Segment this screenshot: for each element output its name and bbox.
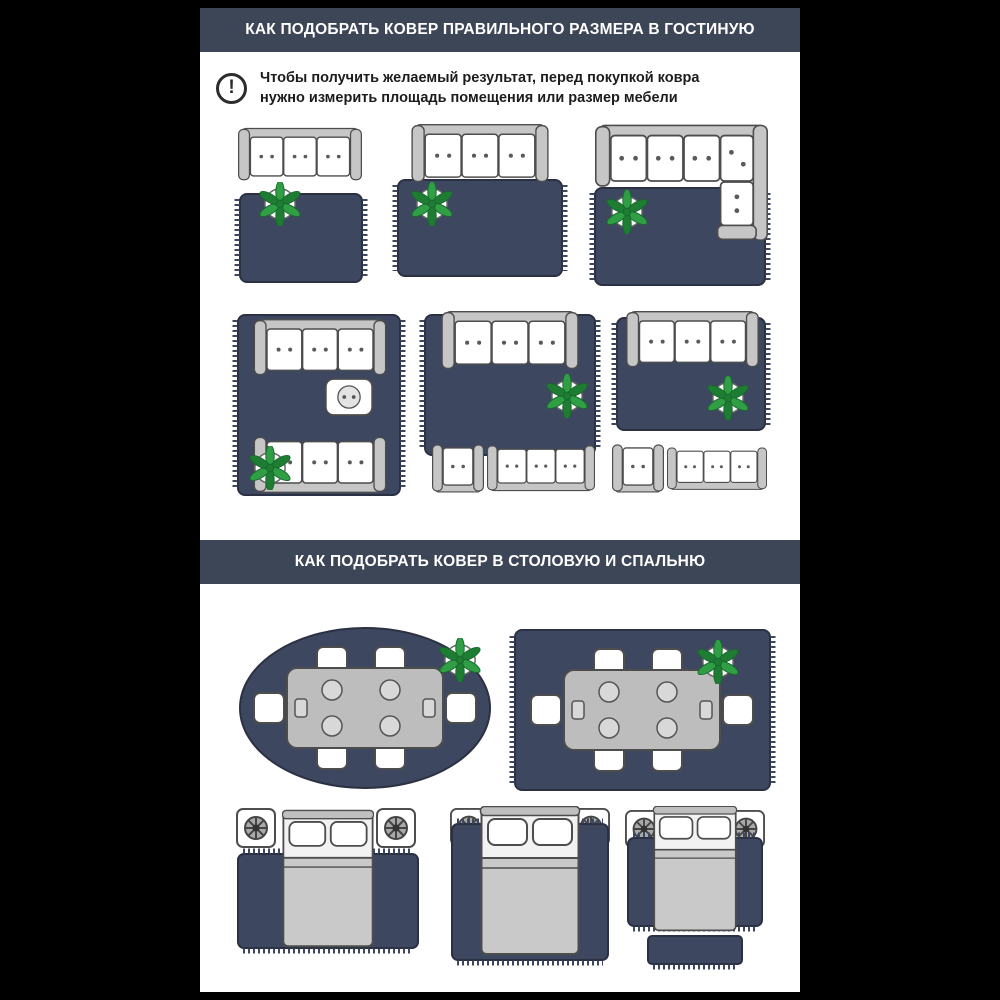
bedroom-option-3	[625, 806, 765, 970]
nightstand-lamp-icon	[376, 808, 416, 848]
sofa-top-view	[411, 124, 549, 183]
rug	[239, 193, 363, 283]
living-option-2	[392, 124, 568, 277]
foot-rug	[647, 935, 743, 965]
armchair-top-view	[432, 444, 484, 493]
note-text: Чтобы получить желаемый результат, перед…	[260, 68, 699, 109]
sofa-top-view	[441, 311, 579, 370]
sofa-top-view	[487, 445, 595, 492]
bed-top-view	[282, 809, 374, 948]
sofa-top-view	[667, 447, 767, 491]
living-option-6	[611, 311, 771, 493]
nightstand-lamp-icon	[236, 808, 276, 848]
note-line-2: нужно измерить площадь помещения или раз…	[260, 90, 678, 107]
infographic-panel: КАК ПОДОБРАТЬ КОВЕР ПРАВИЛЬНОГО РАЗМЕРА …	[200, 8, 800, 992]
dining-option-rect	[509, 629, 776, 791]
diagram-canvas	[232, 124, 776, 970]
bed-top-view	[652, 806, 738, 932]
section-header-living: КАК ПОДОБРАТЬ КОВЕР ПРАВИЛЬНОГО РАЗМЕРА …	[200, 8, 800, 52]
section-title-dining-bedroom: КАК ПОДОБРАТЬ КОВЕР В СТОЛОВУЮ И СПАЛЬНЮ	[294, 553, 706, 570]
bedroom-option-2	[450, 806, 610, 966]
armchair-top-view	[612, 444, 664, 493]
exclamation-icon: !	[216, 72, 247, 104]
note-block: ! Чтобы получить желаемый результат, пер…	[216, 68, 788, 109]
sofa-top-view	[253, 319, 387, 376]
living-option-1	[234, 127, 368, 283]
section-header-dining-bedroom: КАК ПОДОБРАТЬ КОВЕР В СТОЛОВУЮ И СПАЛЬНЮ	[200, 540, 800, 584]
sofa-top-view	[238, 127, 362, 181]
bed-top-view	[479, 806, 581, 956]
living-option-5	[419, 311, 601, 493]
sofa-top-view	[626, 311, 759, 368]
section-title-living: КАК ПОДОБРАТЬ КОВЕР ПРАВИЛЬНОГО РАЗМЕРА …	[245, 21, 755, 38]
coffee-table-icon	[325, 378, 373, 416]
dining-option-oval	[239, 627, 491, 789]
bedroom-option-1	[236, 808, 419, 954]
living-option-4	[232, 314, 406, 496]
note-line-1: Чтобы получить желаемый результат, перед…	[260, 70, 700, 86]
living-option-3	[589, 124, 771, 286]
exclamation-glyph: !	[228, 77, 235, 99]
